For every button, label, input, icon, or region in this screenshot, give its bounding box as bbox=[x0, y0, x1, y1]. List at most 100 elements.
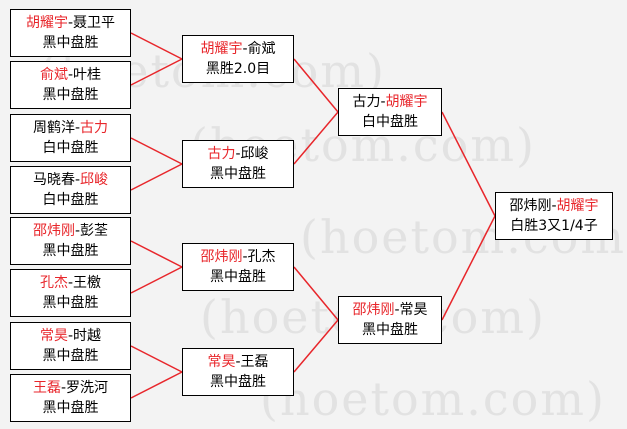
player-white: 古力 bbox=[80, 120, 109, 136]
player-white: 俞斌 bbox=[247, 41, 276, 57]
vs-separator: - bbox=[242, 249, 248, 265]
match-result: 黑胜2.0目 bbox=[205, 61, 271, 77]
player-white: 孔杰 bbox=[247, 249, 276, 265]
match-players: 古力-邱峻 bbox=[183, 144, 293, 164]
player-black: 胡耀宇 bbox=[200, 41, 243, 57]
player-white: 王檄 bbox=[73, 275, 102, 291]
vs-separator: - bbox=[242, 41, 248, 57]
match-players: 常昊-王磊 bbox=[183, 352, 293, 372]
player-black: 古力 bbox=[207, 146, 236, 162]
player-white: 王磊 bbox=[240, 354, 269, 370]
player-white: 罗洗河 bbox=[66, 380, 109, 396]
match-players: 邵炜刚-孔杰 bbox=[183, 247, 293, 267]
vs-separator: - bbox=[74, 223, 81, 239]
player-white: 胡耀宇 bbox=[385, 94, 428, 110]
bracket-connector bbox=[293, 266, 339, 321]
player-white: 胡耀宇 bbox=[556, 198, 599, 214]
match-box-round1: 俞斌-叶桂黑中盘胜 bbox=[10, 61, 131, 109]
player-white: 叶桂 bbox=[73, 67, 102, 83]
bracket-connector bbox=[130, 137, 183, 165]
player-white: 邱峻 bbox=[240, 146, 269, 162]
match-box-round1: 常昊-时越黑中盘胜 bbox=[10, 322, 131, 370]
match-result: 黑中盘胜 bbox=[42, 243, 99, 259]
match-players: 王磊-罗洗河 bbox=[11, 378, 130, 398]
bracket-connector bbox=[130, 371, 183, 399]
match-players: 胡耀宇-俞斌 bbox=[183, 39, 293, 59]
vs-separator: - bbox=[67, 275, 74, 291]
player-black: 马晓春 bbox=[32, 172, 75, 188]
match-result: 黑中盘胜 bbox=[42, 295, 99, 311]
vs-separator: - bbox=[67, 15, 74, 31]
bracket-connector bbox=[130, 32, 183, 60]
match-players: 邵炜刚-常昊 bbox=[339, 300, 441, 320]
player-black: 王磊 bbox=[32, 380, 61, 396]
player-white: 聂卫平 bbox=[73, 15, 116, 31]
bracket-connector bbox=[130, 240, 183, 268]
match-result: 白胜3又1/4子 bbox=[510, 218, 598, 234]
match-result: 黑中盘胜 bbox=[42, 348, 99, 364]
player-white: 彭荃 bbox=[80, 223, 109, 239]
bracket-connector bbox=[293, 111, 339, 165]
match-players: 古力-胡耀宇 bbox=[339, 92, 441, 112]
player-white: 邱峻 bbox=[80, 172, 109, 188]
vs-separator: - bbox=[74, 120, 81, 136]
match-result: 黑中盘胜 bbox=[42, 87, 99, 103]
player-black: 常昊 bbox=[39, 328, 68, 344]
vs-separator: - bbox=[551, 198, 557, 214]
vs-separator: - bbox=[380, 94, 386, 110]
watermark-text: (hoetom.com) bbox=[260, 372, 606, 426]
vs-separator: - bbox=[394, 302, 400, 318]
player-black: 胡耀宇 bbox=[25, 15, 68, 31]
match-players: 周鹤洋-古力 bbox=[11, 118, 130, 138]
match-box-round1: 马晓春-邱峻白中盘胜 bbox=[10, 166, 131, 214]
vs-separator: - bbox=[74, 172, 81, 188]
player-black: 孔杰 bbox=[39, 275, 68, 291]
bracket-connector bbox=[130, 58, 183, 86]
player-black: 邵炜刚 bbox=[32, 223, 75, 239]
player-black: 邵炜刚 bbox=[509, 198, 552, 214]
match-box-round3: 古力-胡耀宇白中盘胜 bbox=[338, 88, 442, 136]
player-black: 古力 bbox=[352, 94, 381, 110]
match-players: 邵炜刚-彭荃 bbox=[11, 221, 130, 241]
vs-separator: - bbox=[235, 146, 241, 162]
match-box-round2: 胡耀宇-俞斌黑胜2.0目 bbox=[182, 35, 294, 83]
player-white: 时越 bbox=[73, 328, 102, 344]
vs-separator: - bbox=[67, 328, 74, 344]
match-box-round1: 周鹤洋-古力白中盘胜 bbox=[10, 114, 131, 162]
match-box-round1: 王磊-罗洗河黑中盘胜 bbox=[10, 374, 131, 422]
player-black: 周鹤洋 bbox=[32, 120, 75, 136]
match-result: 白中盘胜 bbox=[42, 192, 99, 208]
match-box-round2: 邵炜刚-孔杰黑中盘胜 bbox=[182, 243, 294, 291]
match-players: 孔杰-王檄 bbox=[11, 273, 130, 293]
match-result: 黑中盘胜 bbox=[42, 400, 99, 416]
vs-separator: - bbox=[67, 67, 74, 83]
player-black: 邵炜刚 bbox=[200, 249, 243, 265]
match-result: 白中盘胜 bbox=[362, 114, 418, 130]
match-result: 黑中盘胜 bbox=[210, 374, 266, 390]
match-players: 俞斌-叶桂 bbox=[11, 65, 130, 85]
match-players: 胡耀宇-聂卫平 bbox=[11, 13, 130, 33]
vs-separator: - bbox=[235, 354, 241, 370]
player-white: 常昊 bbox=[399, 302, 428, 318]
match-result: 黑中盘胜 bbox=[210, 166, 266, 182]
player-black: 常昊 bbox=[207, 354, 236, 370]
match-result: 白中盘胜 bbox=[42, 140, 99, 156]
match-result: 黑中盘胜 bbox=[42, 35, 99, 51]
match-players: 常昊-时越 bbox=[11, 326, 130, 346]
match-players: 马晓春-邱峻 bbox=[11, 170, 130, 190]
match-box-final: 邵炜刚-胡耀宇白胜3又1/4子 bbox=[495, 192, 613, 240]
match-box-round1: 孔杰-王檄黑中盘胜 bbox=[10, 269, 131, 317]
bracket-connector bbox=[293, 58, 339, 113]
match-box-round3: 邵炜刚-常昊黑中盘胜 bbox=[338, 296, 442, 344]
player-black: 俞斌 bbox=[39, 67, 68, 83]
bracket-connector bbox=[130, 345, 183, 373]
player-black: 邵炜刚 bbox=[352, 302, 395, 318]
match-box-round2: 古力-邱峻黑中盘胜 bbox=[182, 140, 294, 188]
match-box-round1: 胡耀宇-聂卫平黑中盘胜 bbox=[10, 9, 131, 57]
bracket-connector bbox=[293, 319, 339, 373]
match-result: 黑中盘胜 bbox=[362, 322, 418, 338]
match-box-round2: 常昊-王磊黑中盘胜 bbox=[182, 348, 294, 396]
bracket-connector bbox=[441, 215, 496, 321]
match-box-round1: 邵炜刚-彭荃黑中盘胜 bbox=[10, 217, 131, 265]
